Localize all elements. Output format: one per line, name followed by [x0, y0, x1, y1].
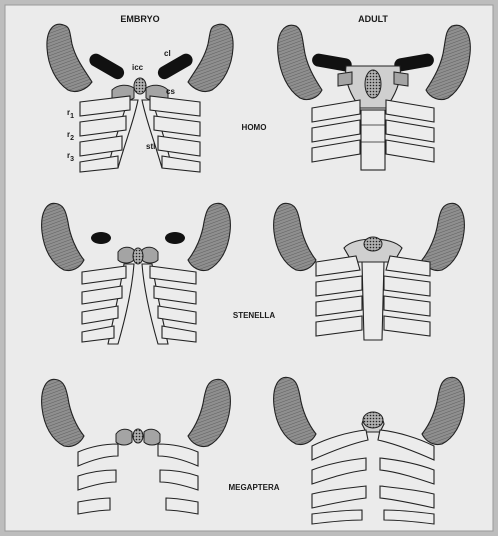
- clavicle-right-icon: [165, 232, 185, 244]
- column-header-adult: ADULT: [358, 14, 388, 24]
- ribs-left: [312, 100, 360, 162]
- column-header-embryo: EMBRYO: [120, 14, 159, 24]
- coracoid-left-icon: [118, 247, 134, 263]
- label-cs: cs: [166, 87, 175, 96]
- coracoid-left-icon: [338, 72, 352, 86]
- taxon-label-megaptera: MEGAPTERA: [228, 483, 279, 492]
- interclavicle-cartilage-icon: [363, 412, 383, 428]
- interclavicle-cartilage-icon: [365, 70, 381, 98]
- interclavicle-cartilage-icon: [133, 248, 143, 264]
- interclavicle-cartilage-icon: [134, 78, 146, 94]
- clavicle-left-icon: [91, 232, 111, 244]
- label-icc: icc: [132, 63, 144, 72]
- interclavicle-cartilage-icon: [133, 429, 143, 443]
- interclavicle-cartilage-icon: [364, 237, 382, 251]
- taxon-label-stenella: STENELLA: [233, 311, 275, 320]
- taxon-label-homo: HOMO: [242, 123, 267, 132]
- label-stl: stl: [146, 142, 155, 151]
- sternum-body-icon: [361, 110, 385, 170]
- coracoid-right-icon: [144, 429, 160, 445]
- coracoid-left-icon: [116, 429, 132, 445]
- coracoid-right-icon: [142, 247, 158, 263]
- sternum-body-icon: [362, 262, 384, 340]
- coracoid-right-icon: [394, 72, 408, 86]
- label-cl: cl: [164, 49, 171, 58]
- ribs-right: [386, 100, 434, 162]
